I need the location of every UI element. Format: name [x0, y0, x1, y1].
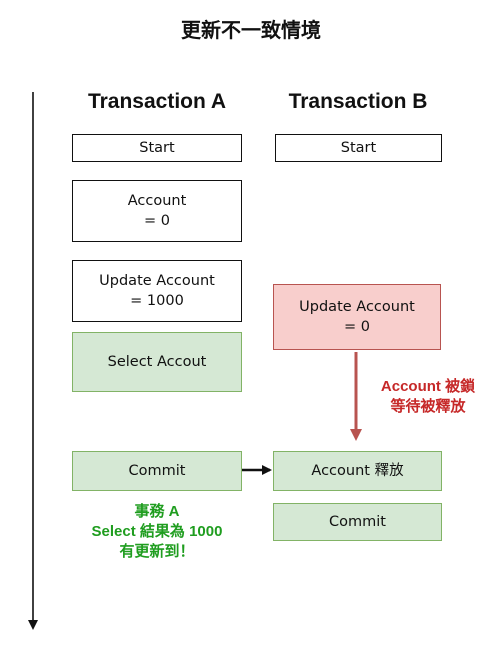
result-note: 事務 A Select 結果為 1000 有更新到！ — [91, 503, 223, 560]
a-select-box: Select Accout — [72, 332, 242, 392]
lock-note: Account 被鎖 等待被釋放 — [380, 378, 476, 415]
column-header-b: Transaction B — [288, 90, 428, 113]
b-release-box: Account 釋放 — [273, 451, 442, 491]
b-commit-box: Commit — [273, 503, 442, 541]
a-update-box: Update Account = 1000 — [72, 260, 242, 322]
a-commit-box: Commit — [72, 451, 242, 491]
b-update-box: Update Account = 0 — [273, 284, 441, 350]
column-header-a: Transaction A — [87, 90, 227, 113]
diagram-title: 更新不一致情境 — [181, 18, 321, 42]
b-start-box: Start — [275, 134, 442, 162]
a-read-box: Account = 0 — [72, 180, 242, 242]
a-start-box: Start — [72, 134, 242, 162]
